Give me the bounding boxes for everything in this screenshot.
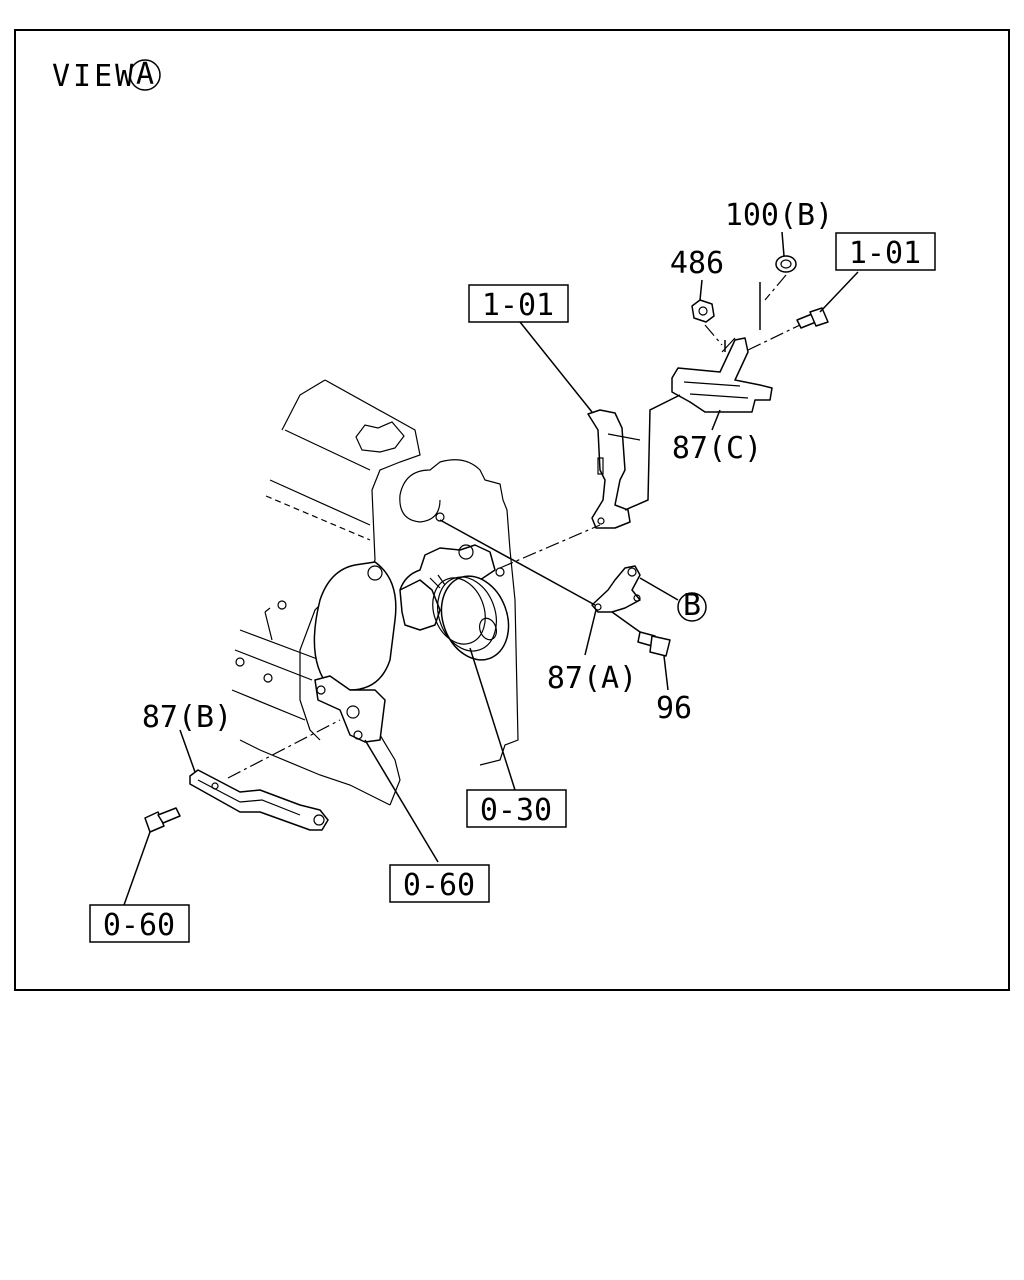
- leader-1-01-upper: [519, 321, 593, 413]
- centerline-87a-mount: [499, 524, 601, 569]
- view-title: VIEW: [52, 59, 136, 94]
- view-circle-letter: A: [136, 57, 154, 92]
- leader-486: [699, 279, 703, 301]
- engine-block: [231, 379, 519, 806]
- ref-0-60-center[interactable]: 0-60: [403, 868, 475, 903]
- bracket-87a: [591, 565, 641, 613]
- callout-486: 486: [670, 246, 724, 281]
- bracket-1-01: [587, 409, 641, 529]
- marker-b-letter: B: [683, 588, 701, 623]
- ref-box-0-30: [466, 789, 567, 828]
- ref-0-60-left[interactable]: 0-60: [103, 908, 175, 943]
- bolt-0-60-left: [144, 807, 181, 833]
- leader-87c: [711, 409, 721, 431]
- callout-87c: 87(C): [672, 431, 762, 466]
- bolt-96: [637, 631, 671, 657]
- ref-box-0-60-center: [389, 864, 490, 903]
- leader-96-link: [611, 611, 641, 633]
- view-circle-marker: [129, 59, 161, 91]
- leader-100b: [781, 231, 785, 257]
- marker-b-circle: [677, 592, 707, 622]
- leader-87c-stud: [724, 282, 761, 352]
- ref-1-01-upper[interactable]: 1-01: [482, 288, 554, 323]
- leader-0-60-left: [123, 831, 151, 906]
- centerline-486: [704, 324, 723, 346]
- ref-box-1-01-right: [835, 232, 936, 271]
- centerline-bolt-1-01: [747, 324, 801, 351]
- ref-box-0-60-left: [89, 904, 190, 943]
- front-cover: [313, 561, 397, 743]
- washer-100b: [775, 255, 797, 273]
- leader-0-30: [469, 647, 516, 791]
- diagram-frame: [14, 29, 1010, 991]
- nut-486: [691, 299, 715, 323]
- centerline-87b-mount: [227, 719, 341, 779]
- leader-87a-link: [439, 519, 596, 606]
- leader-0-60-center: [364, 739, 439, 863]
- ref-box-1-01-upper: [468, 284, 569, 323]
- callout-87a: 87(A): [547, 661, 637, 696]
- bracket-87c: [671, 337, 773, 413]
- leader-87c-bracket-link: [624, 394, 681, 511]
- leader-1-01-right: [819, 271, 859, 313]
- leader-marker-b: [639, 577, 679, 601]
- callout-96: 96: [656, 691, 692, 726]
- leader-87a: [584, 609, 597, 656]
- callout-87b: 87(B): [142, 700, 232, 735]
- centerline-100b: [764, 274, 787, 301]
- pump-assembly: [399, 544, 510, 661]
- leader-87b: [179, 729, 196, 773]
- callout-100b: 100(B): [725, 198, 833, 233]
- ref-0-30[interactable]: 0-30: [480, 793, 552, 828]
- ref-1-01-right[interactable]: 1-01: [849, 236, 921, 271]
- leader-96: [663, 655, 669, 691]
- strap-87b: [189, 769, 329, 831]
